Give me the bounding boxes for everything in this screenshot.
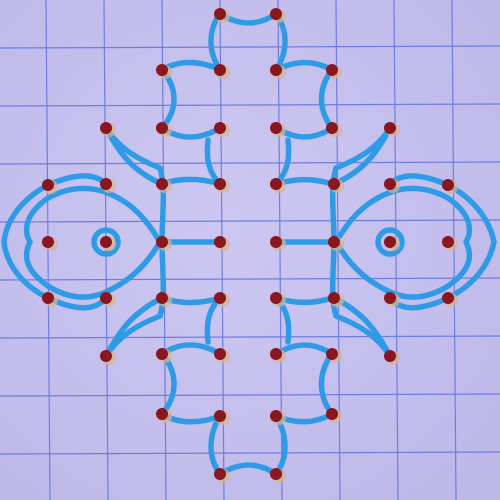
kolam-eye-ring [375,227,405,257]
red-dot [270,64,282,76]
red-dot [42,292,54,304]
red-dot [384,178,396,190]
red-dot [270,468,282,480]
red-dot [442,236,454,248]
red-dot [156,122,168,134]
red-dot [214,410,226,422]
red-dot [100,122,112,134]
red-dot [270,236,282,248]
red-dot [214,64,226,76]
red-dot [100,350,112,362]
kolam-stroke [333,185,473,300]
red-dot [270,178,282,190]
kolam-eye-ring [91,227,121,257]
kolam-stroke [318,67,335,131]
red-dot [214,178,226,190]
grid-line [0,219,500,223]
kolam-stroke [331,125,393,187]
red-dot [100,236,112,248]
red-dot [214,348,226,360]
grid-line [0,277,500,281]
red-dot [270,122,282,134]
red-dot [270,292,282,304]
grid-line [0,335,500,339]
red-dot [326,64,338,76]
red-dot [270,410,282,422]
red-dot [42,179,54,191]
red-dot [442,179,454,191]
red-dot [214,236,226,248]
grid-line [0,161,500,165]
grid-line [0,45,500,49]
red-dot [326,408,338,420]
red-dot [100,292,112,304]
red-dot [328,178,340,190]
red-dot [384,292,396,304]
red-dot [156,408,168,420]
red-dot [326,348,338,360]
kolam-stroke [445,182,497,301]
red-dot [156,178,168,190]
kolam-stroke [318,351,335,417]
red-dot [326,122,338,134]
red-dot [384,350,396,362]
kolam-stroke [103,295,165,359]
dot-grid [42,8,458,483]
red-dot [156,236,168,248]
red-dot [214,8,226,20]
red-dot [214,468,226,480]
red-dot [214,292,226,304]
red-dot [270,348,282,360]
kolam-stroke [1,182,51,301]
red-dot [100,178,112,190]
red-dot [156,64,168,76]
red-dot [156,348,168,360]
red-dot [270,8,282,20]
grid-line [0,103,500,107]
red-dot [214,122,226,134]
kolam-stroke [23,185,163,300]
red-dot [384,122,396,134]
grid-line [0,451,500,455]
red-dot [42,236,54,248]
red-dot [328,236,340,248]
red-dot [328,292,340,304]
grid-line [0,393,500,397]
red-dot [156,292,168,304]
red-dot [384,236,396,248]
red-dot [442,292,454,304]
